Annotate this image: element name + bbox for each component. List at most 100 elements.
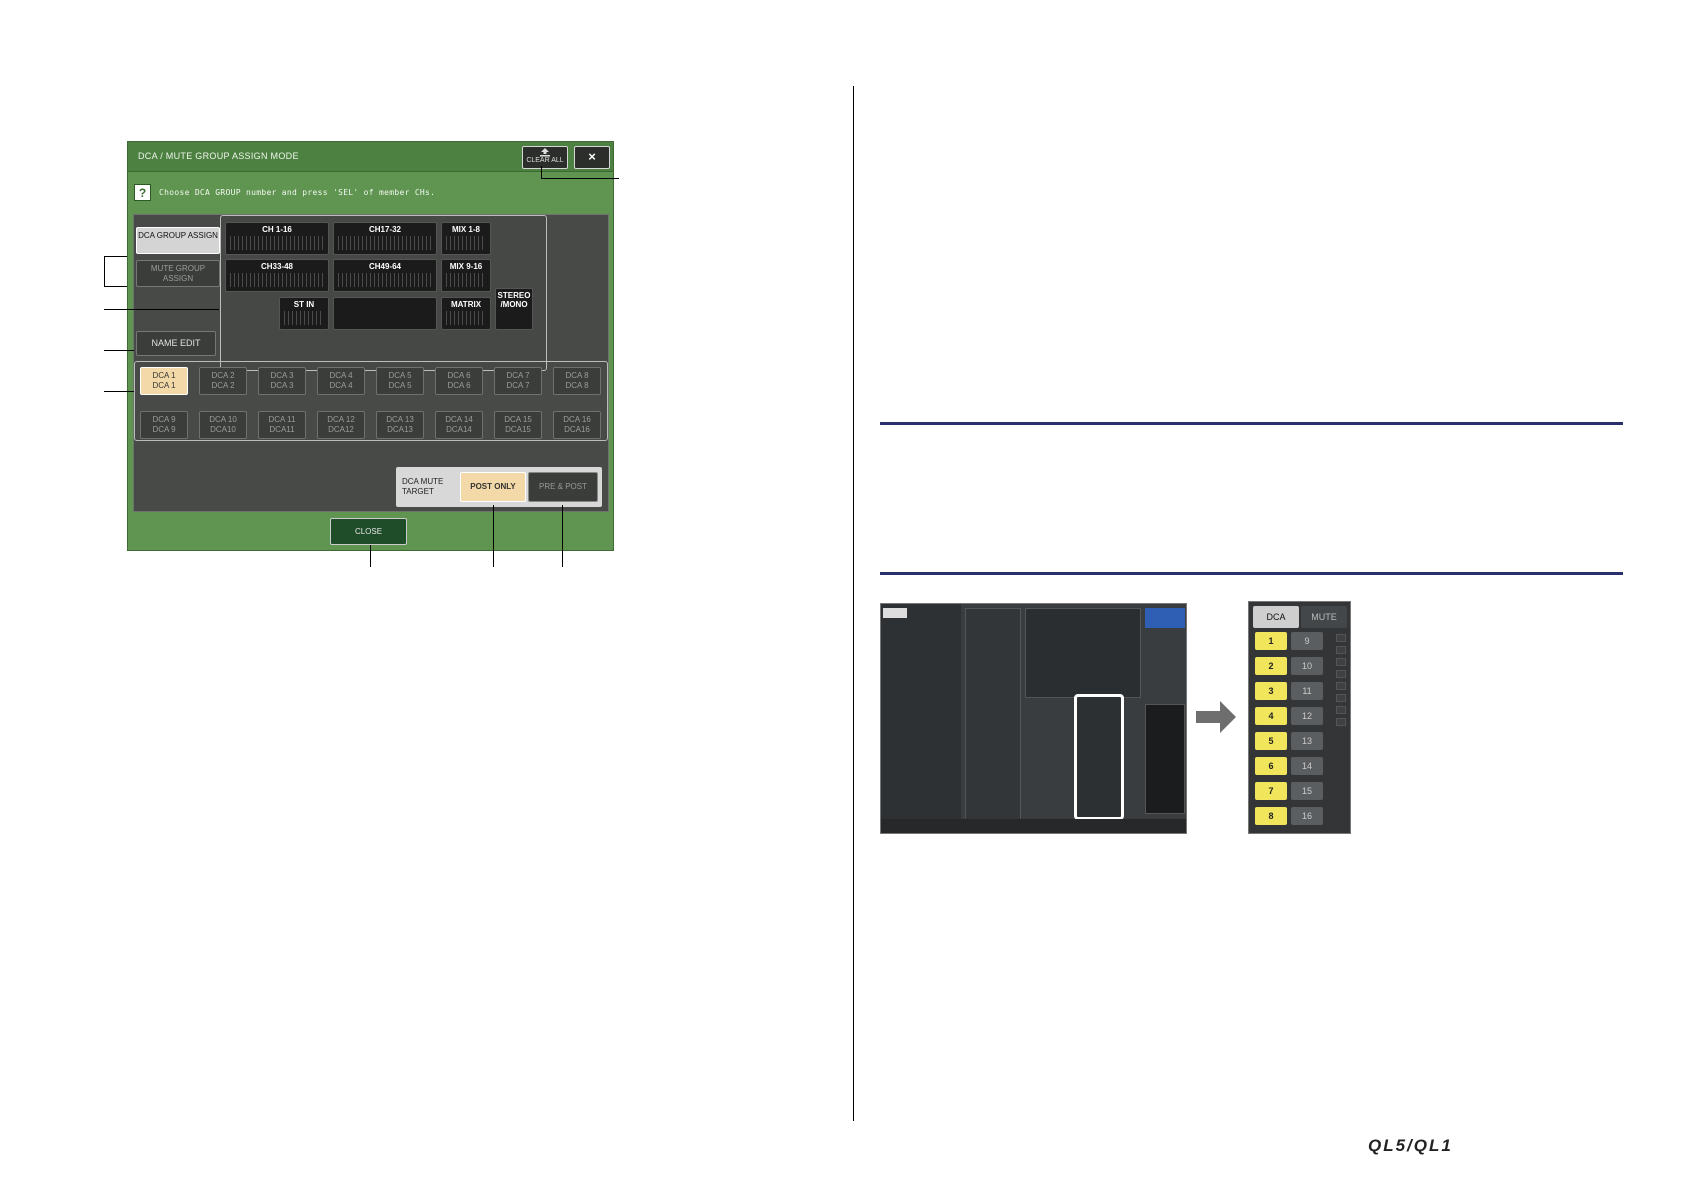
- block-stereo-mono[interactable]: STEREO /MONO: [495, 288, 533, 330]
- dca-button-number: DCA 3: [270, 371, 294, 380]
- callout-line: [104, 256, 105, 286]
- callout-line: [104, 286, 127, 287]
- dca-number-3[interactable]: 3: [1255, 682, 1287, 700]
- dca-button-number: DCA 6: [447, 371, 471, 380]
- mini-indicator: [1336, 694, 1346, 702]
- clear-all-icon: [540, 148, 550, 157]
- dca-mute-target-group: DCA MUTE TARGET POST ONLY PRE & POST: [396, 467, 602, 507]
- close-icon: ×: [588, 149, 596, 164]
- dca-button-number: DCA 11: [268, 415, 296, 424]
- dca-number-14[interactable]: 14: [1291, 757, 1323, 775]
- dca-button-number: DCA 13: [386, 415, 414, 424]
- block-mix9-16[interactable]: MIX 9-16: [441, 259, 491, 292]
- dca-button-name: DCA13: [387, 425, 413, 434]
- dca-button-name: DCA 3: [270, 381, 294, 390]
- dca-number-2[interactable]: 2: [1255, 657, 1287, 675]
- clear-all-button[interactable]: CLEAR ALL: [522, 146, 568, 169]
- name-edit-button[interactable]: NAME EDIT: [136, 331, 216, 356]
- dca-number-12[interactable]: 12: [1291, 707, 1323, 725]
- dca-number-11[interactable]: 11: [1291, 682, 1323, 700]
- mini-indicator: [1336, 682, 1346, 690]
- column-divider: [853, 86, 854, 1121]
- post-only-button[interactable]: POST ONLY: [460, 472, 526, 502]
- clear-all-label: CLEAR ALL: [526, 157, 564, 164]
- help-icon[interactable]: ?: [134, 184, 151, 201]
- dca-number-10[interactable]: 10: [1291, 657, 1323, 675]
- dca-button-name: DCA 7: [506, 381, 530, 390]
- section-rule: [880, 422, 1623, 425]
- block-ch1-16[interactable]: CH 1-16: [225, 222, 329, 255]
- dca-button-name: DCA 9: [152, 425, 176, 434]
- product-logo: QL5/QL1: [1368, 1136, 1453, 1155]
- close-button[interactable]: CLOSE: [330, 518, 407, 545]
- pre-and-post-button[interactable]: PRE & POST: [528, 472, 598, 502]
- mini-indicator: [1336, 658, 1346, 666]
- block-mix1-8[interactable]: MIX 1-8: [441, 222, 491, 255]
- dca-button-name: DCA 4: [329, 381, 353, 390]
- dca-panel-highlight: [1074, 694, 1124, 820]
- tab-dca[interactable]: DCA: [1253, 606, 1299, 628]
- mute-group-assign-button[interactable]: MUTE GROUP ASSIGN: [136, 260, 220, 287]
- callout-line: [562, 505, 563, 567]
- block-st-in[interactable]: ST IN: [279, 297, 329, 330]
- dca-button-number: DCA 14: [445, 415, 473, 424]
- block-empty: [333, 297, 437, 330]
- dca-button-name: DCA 5: [388, 381, 412, 390]
- callout-line: [104, 391, 134, 392]
- close-x-button[interactable]: ×: [574, 146, 610, 169]
- dca-button-number: DCA 9: [152, 415, 176, 424]
- tab-mute[interactable]: MUTE: [1301, 606, 1347, 628]
- dialog-title: DCA / MUTE GROUP ASSIGN MODE: [138, 151, 299, 161]
- dca-number-16[interactable]: 16: [1291, 807, 1323, 825]
- block-ch17-32[interactable]: CH17-32: [333, 222, 437, 255]
- help-text: Choose DCA GROUP number and press 'SEL' …: [159, 188, 436, 197]
- callout-line: [370, 545, 371, 567]
- callout-line: [104, 309, 219, 310]
- section-rule: [880, 572, 1623, 575]
- callout-line: [541, 166, 542, 178]
- dca-button-number: DCA 7: [506, 371, 530, 380]
- dca-button-number: DCA 10: [209, 415, 237, 424]
- block-ch33-48[interactable]: CH33-48: [225, 259, 329, 292]
- dca-group-assign-button[interactable]: DCA GROUP ASSIGN: [136, 227, 220, 254]
- dca-number-6[interactable]: 6: [1255, 757, 1287, 775]
- dca-button-name: DCA15: [505, 425, 531, 434]
- callout-line: [104, 256, 127, 257]
- dca-mute-target-label: DCA MUTE TARGET: [402, 477, 444, 496]
- overview-screen-image: [880, 603, 1187, 834]
- dca-number-15[interactable]: 15: [1291, 782, 1323, 800]
- dca-button-name: DCA 6: [447, 381, 471, 390]
- dca-number-8[interactable]: 8: [1255, 807, 1287, 825]
- dca-number-5[interactable]: 5: [1255, 732, 1287, 750]
- right-arrow-icon: [1196, 701, 1236, 733]
- dca-number-7[interactable]: 7: [1255, 782, 1287, 800]
- mini-indicator: [1336, 670, 1346, 678]
- block-matrix[interactable]: MATRIX: [441, 297, 491, 330]
- dca-number-1[interactable]: 1: [1255, 632, 1287, 650]
- dialog-title-bar: DCA / MUTE GROUP ASSIGN MODE CLEAR ALL ×: [128, 142, 613, 172]
- dca-button-name: DCA14: [446, 425, 472, 434]
- dca-number-13[interactable]: 13: [1291, 732, 1323, 750]
- dca-number-4[interactable]: 4: [1255, 707, 1287, 725]
- dca-button-name: DCA11: [269, 425, 295, 434]
- block-ch49-64[interactable]: CH49-64: [333, 259, 437, 292]
- dca-number-9[interactable]: 9: [1291, 632, 1323, 650]
